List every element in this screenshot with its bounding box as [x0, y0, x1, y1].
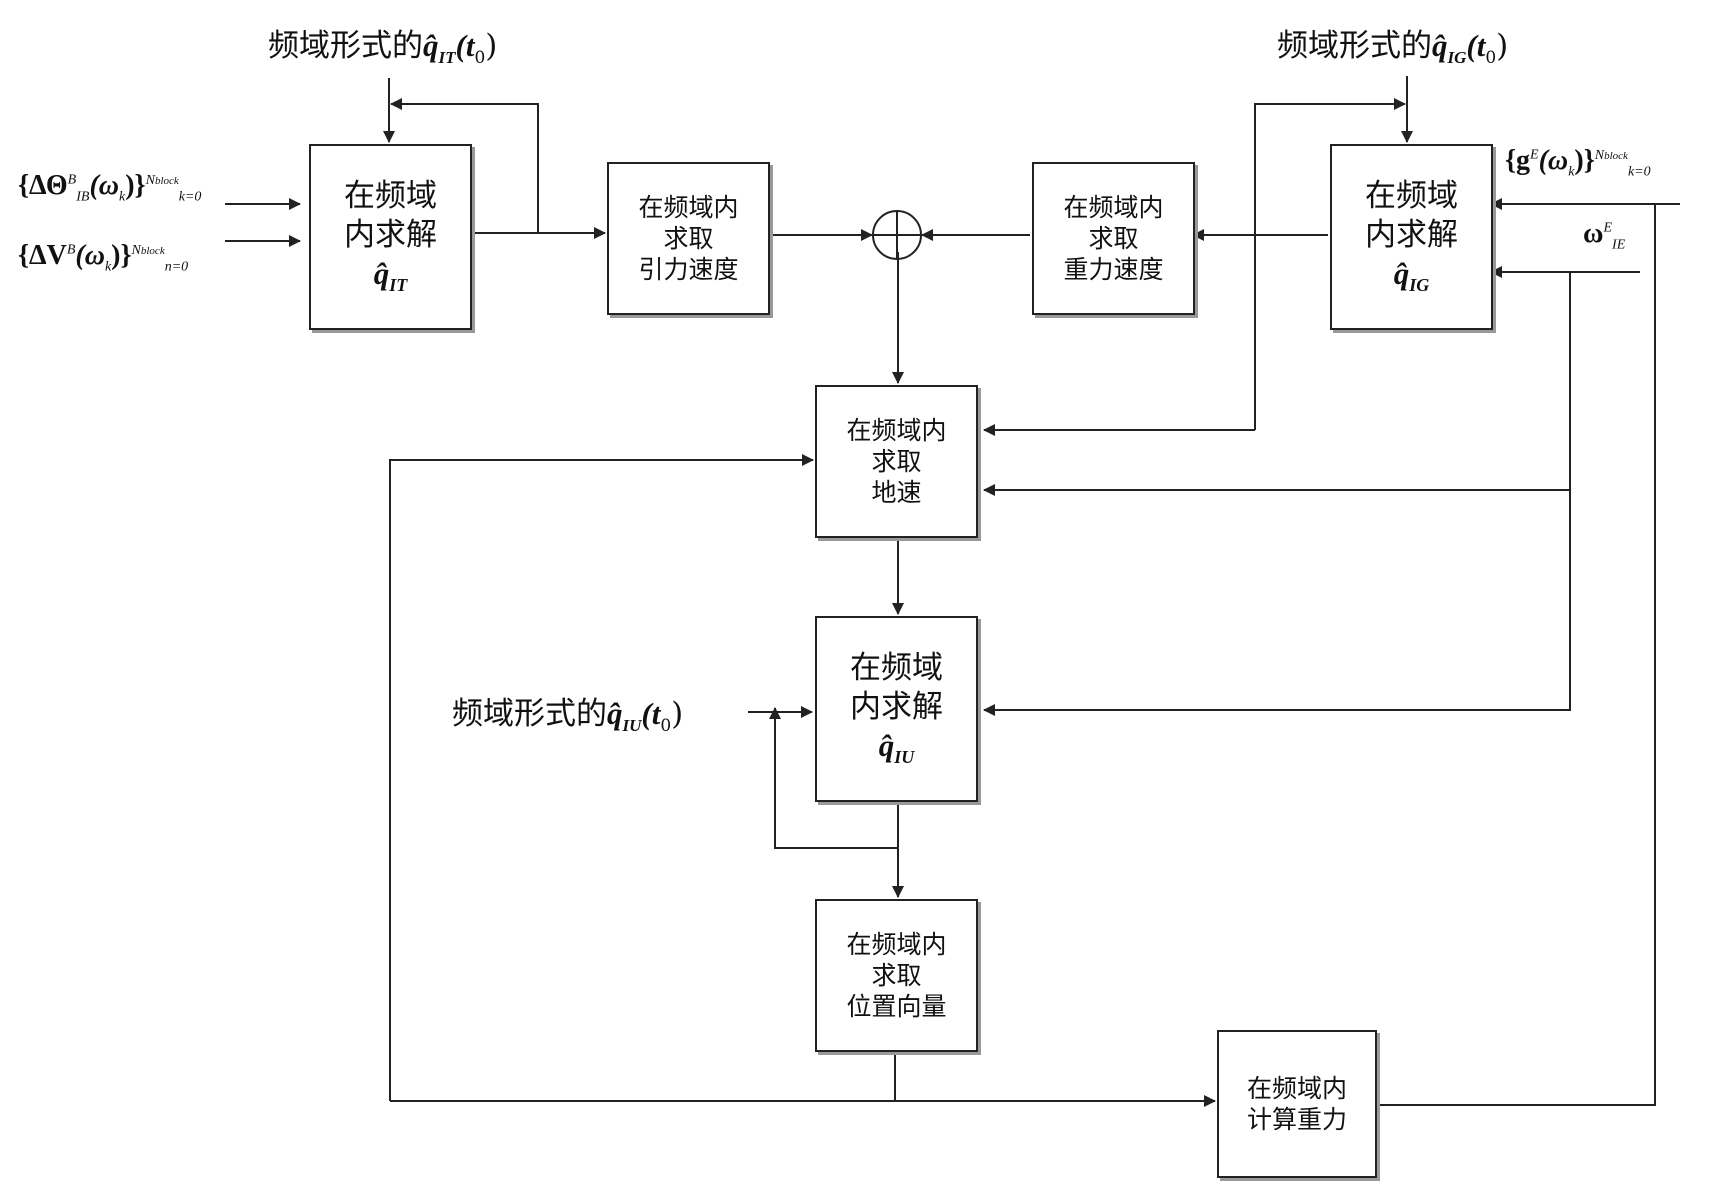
- solve-qig-line1: 在频域: [1365, 178, 1458, 215]
- delta-v-main: {ΔV: [18, 240, 67, 271]
- delta-theta-close: )}: [125, 170, 146, 201]
- ground-velocity-box: 在频域内 求取 地速: [815, 385, 978, 538]
- delta-v-sup: B: [66, 242, 76, 258]
- delta-theta-sup: B: [67, 172, 77, 188]
- earth-rate-label: ωEIE: [1583, 218, 1625, 254]
- solve-qiu-symbol: q̂IU: [878, 727, 915, 768]
- position-vector-line1: 在频域内: [846, 929, 947, 959]
- delta-theta-arg-sub: k: [119, 189, 126, 205]
- delta-theta-main: {ΔΘ: [18, 170, 68, 201]
- earth-rate-sup: E: [1603, 220, 1613, 236]
- qiu-init-close: ): [671, 696, 684, 732]
- gravity-input-sup: E: [1530, 147, 1539, 163]
- compute-gravity-line1: 在频域内: [1246, 1073, 1347, 1103]
- gravity-feedback-loop: [389, 454, 814, 1101]
- delta-v-arg-sub: k: [104, 259, 112, 275]
- solve-qig-symbol: q̂IG: [1393, 255, 1430, 296]
- qit-init-prefix: 频域形式的: [268, 28, 423, 64]
- qit-init-sub: IT: [438, 48, 456, 68]
- delta-v-label: {ΔVB(ωk)}Nblock n=0: [18, 240, 188, 276]
- solve-qig-box: 在频域 内求解 q̂IG: [1330, 144, 1493, 330]
- delta-v-lower: n=0: [164, 259, 189, 275]
- gravity-velocity-line2: 求取: [1088, 223, 1139, 253]
- delta-theta-sub: IB: [76, 189, 90, 205]
- qiu-init-symbol: q̂: [607, 696, 623, 731]
- qiu-init-sub: IU: [622, 716, 642, 736]
- qig-init-label: 频域形式的q̂IG(t0): [1277, 20, 1508, 68]
- gravity-input-upper-sub: block: [1604, 149, 1628, 162]
- earth-rate-main: ω: [1583, 218, 1604, 249]
- qig-init-sub: IG: [1447, 48, 1467, 68]
- delta-v-upper: N: [131, 242, 141, 258]
- gravity-input-label: {gE(ωk)}Nblock k=0: [1505, 145, 1651, 181]
- gravity-velocity-box: 在频域内 求取 重力速度: [1032, 162, 1195, 315]
- earth-rate-to-qiu: [983, 490, 1571, 716]
- ground-velocity-line1: 在频域内: [846, 415, 947, 445]
- ground-velocity-line3: 地速: [871, 478, 922, 508]
- qit-init-arg-sub: 0: [474, 48, 486, 69]
- qig-init-arg: (t: [1466, 28, 1486, 63]
- qiu-init-label: 频域形式的q̂IU(t0): [452, 688, 683, 736]
- qit-init-symbol: q̂: [423, 28, 439, 63]
- gravitation-velocity-box: 在频域内 求取 引力速度: [607, 162, 770, 315]
- gravity-input-close: )}: [1574, 145, 1595, 176]
- qiu-init-arg: (t: [641, 696, 661, 731]
- delta-v-close: )}: [111, 240, 132, 271]
- qig-init-symbol: q̂: [1432, 28, 1448, 63]
- solve-qit-symbol: q̂IT: [373, 255, 408, 296]
- compute-gravity-box: 在频域内 计算重力: [1217, 1030, 1377, 1178]
- qit-init-close: ): [485, 28, 498, 64]
- delta-theta-lower: k=0: [178, 189, 202, 205]
- solve-qig-line2: 内求解: [1365, 217, 1458, 254]
- gravitation-velocity-line1: 在频域内: [638, 192, 739, 222]
- qit-init-label: 频域形式的q̂IT(t0): [268, 20, 497, 68]
- earth-rate-sub: IE: [1612, 237, 1626, 253]
- ground-velocity-line2: 求取: [871, 446, 922, 476]
- qig-init-close: ): [1496, 28, 1509, 64]
- qit-feedback: [390, 98, 539, 233]
- gravity-input-arg-sub: k: [1568, 164, 1575, 180]
- position-vector-line2: 求取: [871, 960, 922, 990]
- delta-v-arg: (ω: [75, 240, 105, 271]
- delta-v-upper-sub: block: [140, 244, 165, 257]
- solve-qiu-line2: 内求解: [850, 689, 943, 726]
- delta-theta-arg: (ω: [89, 170, 120, 201]
- compute-gravity-line2: 计算重力: [1246, 1105, 1347, 1134]
- delta-theta-upper-sub: block: [154, 174, 179, 187]
- solve-qiu-box: 在频域 内求解 q̂IU: [815, 616, 978, 802]
- gravity-velocity-line3: 重力速度: [1063, 255, 1164, 285]
- qig-branch: [1254, 98, 1406, 430]
- solve-qiu-line1: 在频域: [850, 650, 943, 687]
- solve-qit-line1: 在频域: [344, 178, 437, 215]
- qit-init-arg: (t: [455, 28, 475, 63]
- gravity-input-lower: k=0: [1627, 164, 1651, 180]
- gravity-output: [1374, 204, 1656, 1106]
- qiu-init-arg-sub: 0: [660, 716, 672, 737]
- position-vector-box: 在频域内 求取 位置向量: [815, 899, 978, 1052]
- gravitation-velocity-line2: 求取: [663, 223, 714, 253]
- qig-init-prefix: 频域形式的: [1277, 28, 1432, 64]
- gravitation-velocity-line3: 引力速度: [638, 255, 739, 285]
- delta-theta-label: {ΔΘBIB(ωk)}Nblock k=0: [18, 170, 201, 206]
- qig-init-arg-sub: 0: [1485, 48, 1497, 69]
- solve-qit-box: 在频域 内求解 q̂IT: [309, 144, 472, 330]
- gravity-velocity-line1: 在频域内: [1063, 192, 1164, 222]
- gravity-input-arg: (ω: [1538, 145, 1569, 176]
- solve-qit-line2: 内求解: [344, 217, 437, 254]
- gravity-input-upper: N: [1594, 147, 1605, 163]
- gravity-input-main: {g: [1505, 145, 1531, 176]
- delta-theta-upper: N: [145, 172, 155, 188]
- position-vector-line3: 位置向量: [846, 992, 947, 1022]
- qiu-init-prefix: 频域形式的: [452, 696, 607, 732]
